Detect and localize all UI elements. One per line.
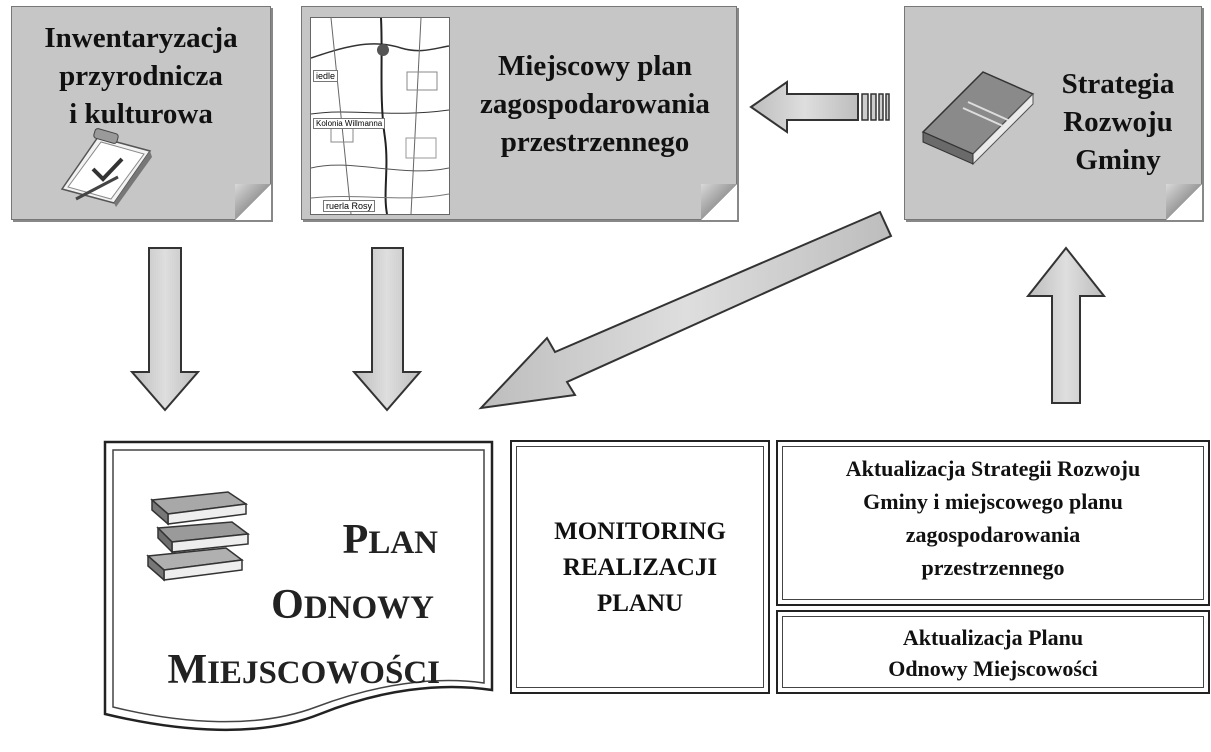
update-plan-text: Aktualizacja Planu Odnowy Miejscowości <box>888 625 1098 681</box>
page-fold-icon <box>235 184 271 220</box>
clipboard-check-icon <box>60 128 152 207</box>
monitoring-box: MONITORING REALIZACJI PLANU <box>510 440 770 694</box>
map-label: iedle <box>313 70 339 82</box>
strategy-card: Strategia Rozwoju Gminy <box>904 6 1202 220</box>
page-fold-icon <box>701 184 737 220</box>
page-fold-icon <box>1166 184 1202 220</box>
local-plan-card: iedle Kolonia Willmanna ruerla Rosy Miej… <box>301 6 737 220</box>
inventory-title: Inwentaryzacja przyrodnicza i kulturowa <box>44 22 238 130</box>
down-arrow-local-plan <box>351 247 423 412</box>
plan-title-line: PLAN <box>342 517 438 563</box>
update-strategy-text: Aktualizacja Strategii Rozwoju Gminy i m… <box>845 456 1141 580</box>
monitoring-text: MONITORING REALIZACJI PLANU <box>554 518 726 617</box>
plan-title-line: ODNOWY <box>271 582 434 628</box>
strategy-title: Strategia Rozwoju Gminy <box>1061 68 1175 176</box>
update-plan-box: Aktualizacja Planu Odnowy Miejscowości <box>776 610 1210 694</box>
map-thumbnail: iedle Kolonia Willmanna ruerla Rosy <box>310 17 450 215</box>
up-arrow-update-to-strategy <box>1025 246 1107 404</box>
map-label: Kolonia Willmanna <box>313 118 386 129</box>
local-plan-title: Miejscowy plan zagospodarowania przestrz… <box>480 50 710 158</box>
inventory-card: Inwentaryzacja przyrodnicza i kulturowa <box>11 6 271 220</box>
map-label: ruerla Rosy <box>323 200 376 212</box>
plan-title: PLAN ODNOWY MIEJSCOWOŚCI <box>150 512 440 707</box>
diagonal-arrow-strategy-to-plan <box>478 210 893 410</box>
left-arrow-strategy-to-plan <box>749 80 890 134</box>
down-arrow-inventory <box>129 247 201 412</box>
plan-title-line: MIEJSCOWOŚCI <box>167 647 440 693</box>
books-stack-icon <box>146 491 250 582</box>
map-icon <box>311 18 449 214</box>
update-strategy-box: Aktualizacja Strategii Rozwoju Gminy i m… <box>776 440 1210 606</box>
book-icon <box>921 71 1035 166</box>
